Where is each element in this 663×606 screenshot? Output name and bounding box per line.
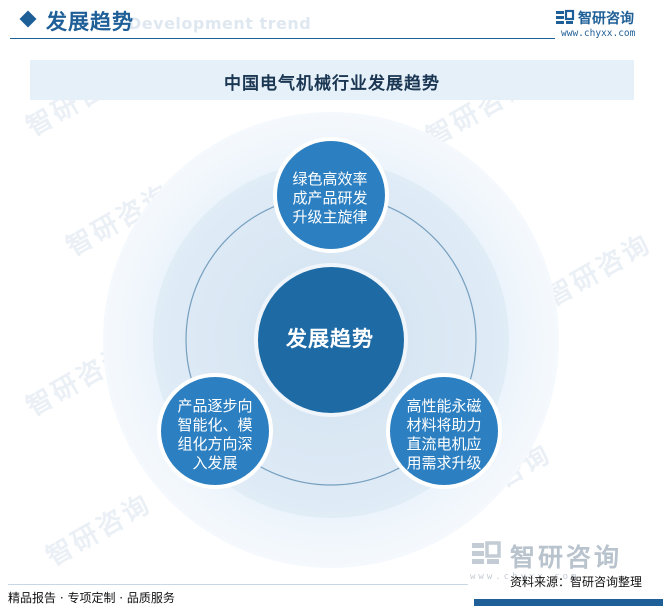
source-note: 资料来源：智研咨询整理 (510, 575, 643, 589)
left-node (161, 377, 269, 485)
footer-accent-bar (474, 599, 663, 606)
footer-brand-watermark: 智研咨询 (470, 538, 660, 572)
node-line: 组化方向深 (177, 435, 253, 453)
footer-logo-icon (472, 541, 501, 564)
center-node (258, 267, 404, 413)
node-line: 产品逐步向 (177, 397, 253, 415)
brand-name: 智研咨询 (578, 11, 634, 27)
node-line: 材料将助力 (406, 416, 482, 434)
node-line: 入发展 (192, 454, 238, 472)
left-node-label: 产品逐步向 智能化、模 组化方向深 入发展 (165, 397, 265, 473)
right-node-label: 高性能永磁 材料将助力 直流电机应 用需求升级 (394, 397, 494, 473)
header-title: 发展趋势 (46, 10, 134, 34)
footer-divider (8, 584, 468, 585)
page-header: Development trend 发展趋势 智研咨询 www.chyxx.co… (0, 0, 663, 42)
chart-title-bar: 中国电气机械行业发展趋势 (30, 60, 634, 100)
footer-brand-name: 智研咨询 (510, 543, 623, 572)
diamond-icon (19, 10, 37, 28)
chart-title: 中国电气机械行业发展趋势 (224, 74, 440, 94)
brand-logo-icon (556, 9, 575, 24)
top-node-label: 绿色高效率 成产品研发 升级主旋律 (280, 170, 380, 227)
node-line: 高性能永磁 (406, 397, 482, 415)
trend-diagram: 发展趋势 绿色高效率 成产品研发 升级主旋律 产品逐步向 智能化、模 组化方向深… (0, 100, 663, 570)
brand-url: www.chyxx.com (561, 28, 636, 39)
top-node (277, 141, 385, 249)
right-node (390, 377, 498, 485)
node-line: 直流电机应 (406, 435, 482, 453)
diagram-graphic (103, 112, 559, 568)
footer-url: www.chyxx.com (470, 572, 580, 582)
node-line: 绿色高效率 (292, 170, 368, 188)
node-line: 升级主旋律 (292, 208, 368, 226)
footer-slogan: 精品报告 · 专项定制 · 品质服务 (8, 591, 175, 605)
node-line: 用需求升级 (406, 454, 482, 472)
node-line: 智能化、模 (177, 416, 253, 434)
header-subtitle: Development trend (128, 14, 312, 33)
brand: 智研咨询 www.chyxx.com (555, 8, 655, 39)
node-line: 成产品研发 (292, 189, 368, 207)
center-node-label: 发展趋势 (286, 327, 374, 351)
header-divider (10, 38, 555, 39)
